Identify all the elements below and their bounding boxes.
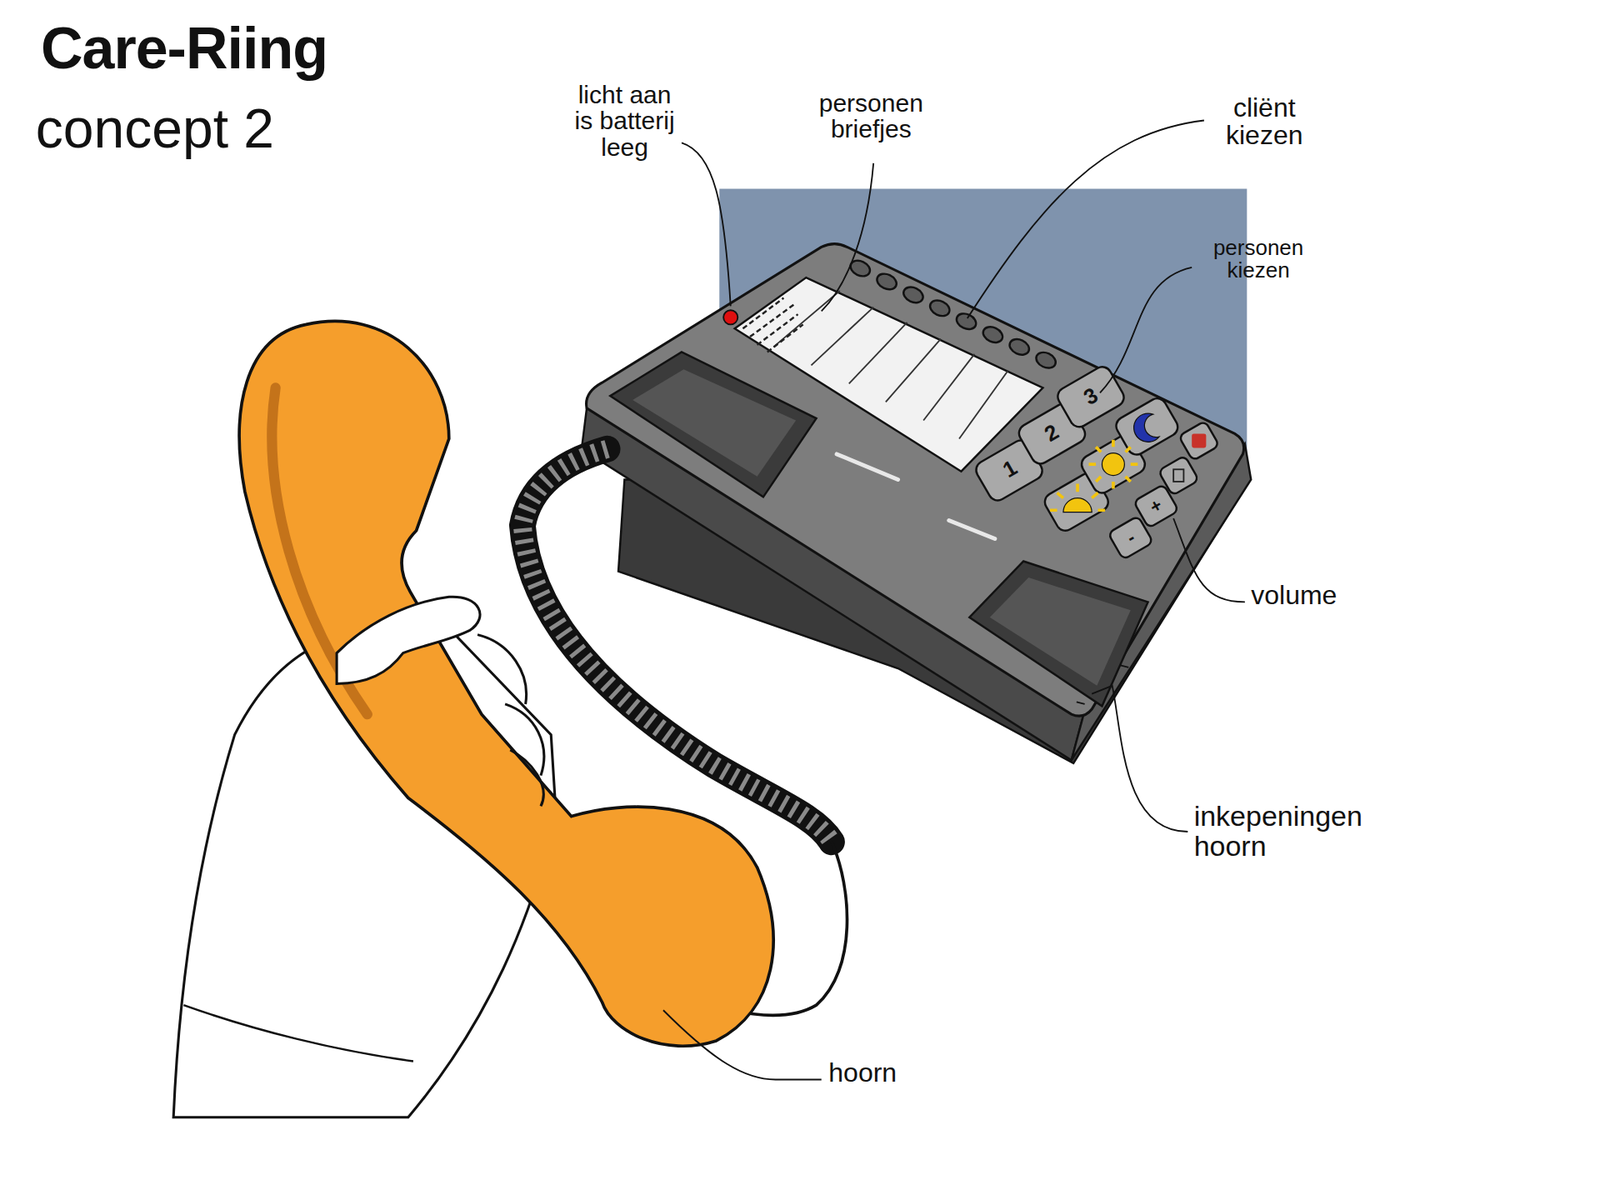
- sun-icons: [1050, 440, 1138, 513]
- small-icon: [1173, 469, 1184, 482]
- strip-lines: [773, 290, 1009, 440]
- handset: [239, 320, 774, 1046]
- scribble: [742, 298, 803, 353]
- callout-label: licht aan is batterij leeg: [566, 81, 684, 161]
- callout-label: hoorn: [828, 1059, 897, 1088]
- callout-label: cliënt kiezen: [1210, 94, 1319, 150]
- keypad: [972, 363, 1220, 560]
- coil-cord: [522, 449, 832, 842]
- battery-light: [723, 310, 738, 325]
- moon-icon: [1134, 413, 1160, 442]
- handset-cradle: [969, 560, 1148, 706]
- leader-lines: [663, 120, 1245, 1080]
- notch: [1076, 665, 1129, 705]
- name-strips: [735, 277, 1044, 472]
- subtitle: concept 2: [35, 100, 275, 158]
- thumb: [336, 596, 480, 684]
- callout-label: inkepeningen hoorn: [1194, 801, 1411, 861]
- callout-label: volume: [1250, 581, 1337, 610]
- sleeve-line: [183, 1005, 414, 1061]
- coil-cord: [522, 449, 832, 842]
- title: Care-Riing: [40, 18, 328, 80]
- handset-cradle: [632, 369, 796, 477]
- handset-cradle: [990, 577, 1131, 686]
- phone-top: [586, 244, 1245, 717]
- handset-cradle: [610, 351, 816, 497]
- callout-label: personen briefjes: [787, 90, 955, 143]
- phone-icon: [1191, 433, 1206, 448]
- callout-label: personen kiezen: [1195, 236, 1321, 283]
- fingers: [477, 635, 545, 807]
- client-buttons: [848, 257, 1059, 371]
- highlight: [836, 454, 995, 540]
